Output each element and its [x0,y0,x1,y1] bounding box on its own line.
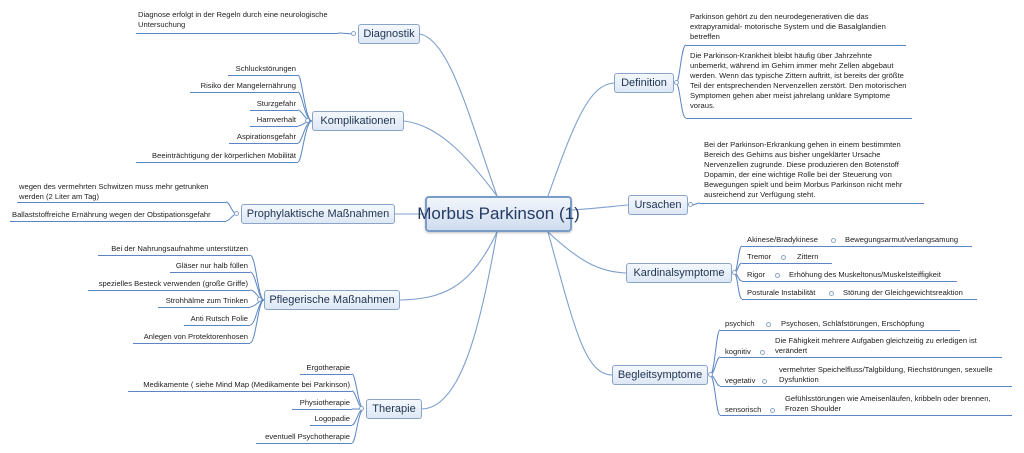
collapse-handle-icon[interactable] [688,202,693,207]
topic-therapie[interactable]: Therapie [366,399,422,419]
kardinal-term: Posturale Instabilität [747,288,816,297]
komplikationen-leaf: Risiko der Mangelernährung [200,81,296,90]
begleit-desc: Die Fähigkeit mehrere Aufgaben gleichzei… [775,336,977,355]
central-topic[interactable]: Morbus Parkinson (1) [417,196,580,232]
therapie-leaf: Medikamente ( siehe Mind Map (Medikament… [143,380,350,389]
collapse-handle-icon[interactable] [732,270,737,275]
prophylaktische-leaf: wegen des vermehrten Schwitzen muss mehr… [19,182,209,201]
collapse-handle-icon[interactable] [766,322,771,327]
begleit-desc: Psychosen, Schläfstörungen, Erschöpfung [781,319,925,328]
collapse-handle-icon[interactable] [775,273,780,278]
pflegerische-leaf: Anti Rutsch Folie [190,314,248,323]
collapse-handle-icon[interactable] [708,372,713,377]
ursachen-leaf: Bei der Parkinson-Erkrankung gehen in ei… [704,140,903,199]
collapse-handle-icon[interactable] [829,291,834,296]
therapie-leaf: Logopadie [314,414,350,423]
pflegerische-leaf: Anlegen von Protektorenhosen [143,332,248,341]
collapse-handle-icon[interactable] [831,238,836,243]
topic-komplikationen[interactable]: Komplikationen [312,111,404,131]
topic-prophylaktische-massnahmen[interactable]: Prophylaktische Maßnahmen [241,204,395,224]
definition-leaf: Parkinson gehört zu den neurodegenerativ… [690,12,886,41]
kardinal-term: Tremor [747,252,772,261]
begleit-term: kognitiv [725,347,751,356]
komplikationen-leaf: Aspirationsgefahr [236,132,296,141]
collapse-handle-icon[interactable] [257,297,262,302]
collapse-handle-icon[interactable] [760,350,765,355]
therapie-leaf: Physiotherapie [299,398,350,407]
topic-ursachen[interactable]: Ursachen [628,195,688,215]
therapie-leaf: Ergotherapie [306,363,350,372]
diagnostik-leaf: Diagnose erfolgt in der Regeln durch ein… [138,10,328,29]
collapse-handle-icon[interactable] [781,255,786,260]
pflegerische-leaf: Gläser nur halb füllen [175,261,248,270]
topic-diagnostik[interactable]: Diagnostik [358,24,420,44]
pflegerische-leaf: Bei der Nahrungsaufnahme unterstützen [111,244,248,253]
collapse-handle-icon[interactable] [351,31,356,36]
kardinal-term: Akinese/Bradykinese [747,235,818,244]
definition-leaf: Die Parkinson-Krankheit bleibt häufig üb… [690,51,907,110]
komplikationen-leaf: Sturzgefahr [256,99,296,108]
topic-pflegerische-massnahmen[interactable]: Pflegerische Maßnahmen [264,290,400,310]
begleit-term: vegetativ [725,376,756,385]
kardinal-desc: Erhöhung des Muskeltonus/Muskelsteiffigk… [789,270,941,279]
kardinal-desc: Störung der Gleichgewichtsreaktion [843,288,963,297]
kardinal-desc: Zittern [797,252,819,261]
komplikationen-leaf: Harnverhalt [256,115,296,124]
collapse-handle-icon[interactable] [234,211,239,216]
begleit-desc: Gefühlsstörungen wie Ameisenläufen, krib… [785,394,991,413]
collapse-handle-icon[interactable] [770,408,775,413]
kardinal-term: Rigor [747,270,766,279]
kardinal-desc: Bewegungsarmut/verlangsamung [845,235,959,244]
komplikationen-leaf: Beeinträchtigung der körperlichen Mobili… [152,151,296,160]
komplikationen-leaf: Schluckstörungen [235,64,296,73]
begleit-term: sensorisch [725,405,762,414]
therapie-leaf: eventuell Psychotherapie [265,432,350,441]
pflegerische-leaf: spezielles Besteck verwenden (große Grif… [98,279,248,288]
begleit-term: psychich [725,319,755,328]
topic-begleitsymptome[interactable]: Begleitsymptome [612,365,708,385]
prophylaktische-leaf: Ballaststoffreiche Ernährung wegen der O… [12,210,211,219]
collapse-handle-icon[interactable] [762,379,767,384]
pflegerische-leaf: Strohhälme zum Trinken [165,296,248,305]
topic-kardinalsymptome[interactable]: Kardinalsymptome [626,263,732,283]
collapse-handle-icon[interactable] [674,80,679,85]
topic-definition[interactable]: Definition [614,73,674,93]
begleit-desc: vermehrter Speichelfluss/Talgbildung, Ri… [779,365,993,384]
collapse-handle-icon[interactable] [305,118,310,123]
collapse-handle-icon[interactable] [359,406,364,411]
